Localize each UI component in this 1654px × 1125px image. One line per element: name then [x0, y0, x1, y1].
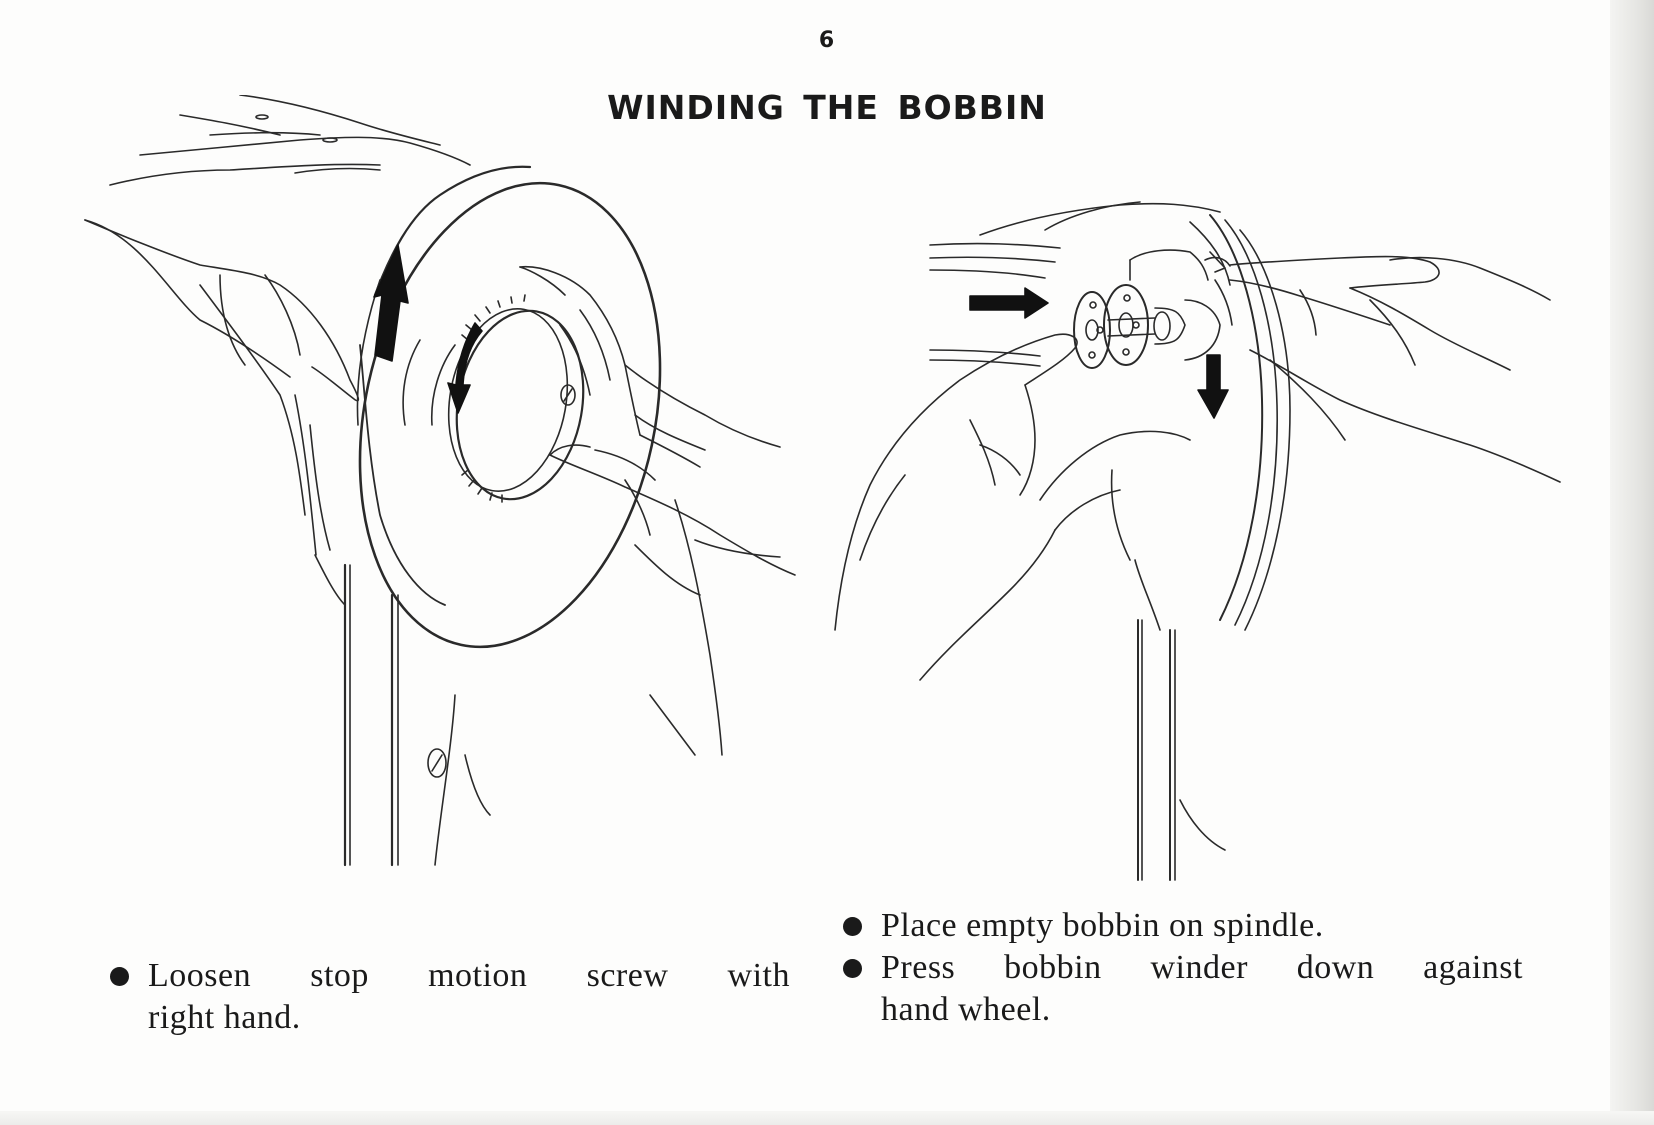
page-edge-shadow	[1610, 0, 1654, 1125]
bullet-icon	[843, 959, 862, 978]
instruction-line: Place empty bobbin on spindle.	[881, 907, 1324, 944]
page-edge-bottom	[0, 1111, 1654, 1125]
instruction-item: Place empty bobbin on spindle.	[843, 905, 1523, 947]
page-number: 6	[818, 28, 836, 53]
instruction-item: Press bobbin winder down against hand wh…	[843, 947, 1523, 1031]
hand-wheel-illustration	[84, 95, 796, 867]
bullet-icon	[110, 967, 129, 986]
left-instructions: Loosen stop motion screw with right hand…	[110, 955, 790, 1039]
instruction-line: Loosen stop motion screw with	[148, 957, 790, 994]
bullet-icon	[843, 917, 862, 936]
right-instructions: Place empty bobbin on spindle. Press bob…	[843, 905, 1523, 1031]
instruction-line: right hand.	[148, 999, 301, 1036]
page-title: WINDING THE BOBBIN	[607, 88, 1047, 127]
instruction-line: hand wheel.	[881, 991, 1051, 1028]
instruction-line: Press bobbin winder down against	[881, 949, 1523, 986]
bobbin-winder-illustration	[834, 201, 1561, 881]
instruction-item: Loosen stop motion screw with right hand…	[110, 955, 790, 1039]
